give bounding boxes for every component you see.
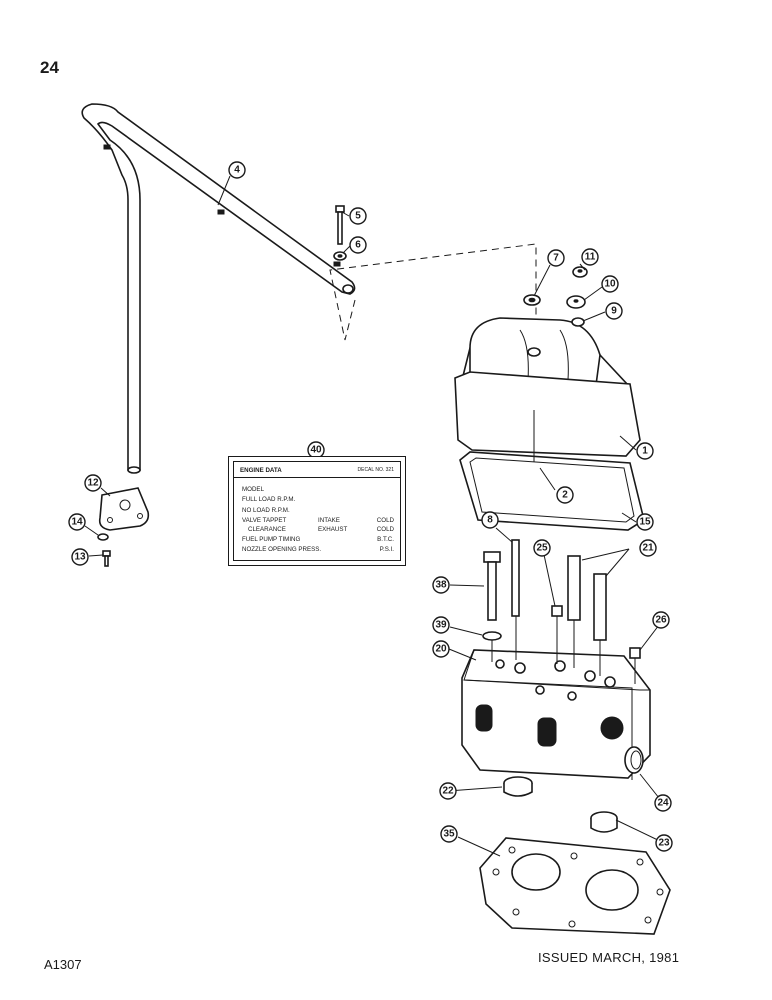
callout-leaders bbox=[84, 175, 665, 857]
svg-text:1: 1 bbox=[642, 446, 648, 457]
dashed-connection-line bbox=[329, 243, 537, 341]
callout-35: 35 bbox=[440, 825, 458, 843]
svg-text:12: 12 bbox=[87, 478, 99, 489]
callout-38: 38 bbox=[432, 576, 450, 594]
nut bbox=[333, 251, 347, 261]
svg-text:14: 14 bbox=[71, 517, 83, 528]
issue-date: ISSUED MARCH, 1981 bbox=[538, 950, 680, 965]
svg-text:22: 22 bbox=[442, 786, 454, 797]
svg-text:6: 6 bbox=[355, 240, 361, 251]
document-code: A1307 bbox=[44, 957, 82, 972]
engine-data-decal: ENGINE DATA DECAL NO. 321 MODEL FULL LOA… bbox=[228, 456, 406, 566]
callout-8: 8 bbox=[481, 511, 499, 529]
seal-ring bbox=[624, 746, 644, 774]
svg-text:20: 20 bbox=[435, 644, 447, 655]
callout-10: 10 bbox=[601, 275, 619, 293]
callout-22: 22 bbox=[439, 782, 457, 800]
valve-seat-intake bbox=[503, 776, 533, 797]
cap-nut bbox=[572, 266, 588, 278]
callout-4: 4 bbox=[228, 161, 246, 179]
alignment-lines bbox=[491, 410, 636, 684]
decal-row-label: FUEL PUMP TIMING bbox=[242, 536, 301, 543]
grommet bbox=[566, 295, 586, 309]
stud bbox=[511, 539, 520, 617]
callout-7: 7 bbox=[547, 249, 565, 267]
plug bbox=[551, 605, 563, 617]
svg-text:38: 38 bbox=[435, 580, 447, 591]
svg-text:40: 40 bbox=[310, 445, 322, 456]
svg-text:24: 24 bbox=[657, 798, 669, 809]
callout-26: 26 bbox=[652, 611, 670, 629]
callout-6: 6 bbox=[349, 236, 367, 254]
bolt-washer bbox=[482, 631, 502, 641]
callout-14: 14 bbox=[68, 513, 86, 531]
decal-divider bbox=[234, 477, 400, 478]
callout-20: 20 bbox=[432, 640, 450, 658]
valve-seat-exhaust bbox=[590, 811, 618, 833]
page-number: 24 bbox=[40, 58, 59, 77]
svg-text:7: 7 bbox=[553, 253, 559, 264]
callout-9: 9 bbox=[605, 302, 623, 320]
washer bbox=[571, 317, 585, 327]
seal-washer bbox=[523, 294, 541, 306]
head-plug bbox=[629, 647, 641, 659]
callout-39: 39 bbox=[432, 616, 450, 634]
svg-text:13: 13 bbox=[74, 552, 86, 563]
svg-text:26: 26 bbox=[655, 615, 667, 626]
callout-23: 23 bbox=[655, 834, 673, 852]
decal-row-value: COLD bbox=[376, 526, 394, 533]
svg-text:23: 23 bbox=[658, 838, 670, 849]
callout-2: 2 bbox=[556, 486, 574, 504]
decal-row-type: EXHAUST bbox=[318, 526, 348, 533]
svg-text:39: 39 bbox=[435, 620, 447, 631]
svg-text:5: 5 bbox=[355, 211, 361, 222]
head-bolt bbox=[483, 551, 501, 621]
svg-text:2: 2 bbox=[562, 490, 568, 501]
decal-row-type: INTAKE bbox=[318, 517, 340, 524]
bolt bbox=[335, 205, 345, 245]
decal-row-label: NOZZLE OPENING PRESS. bbox=[242, 546, 322, 553]
svg-text:21: 21 bbox=[642, 543, 654, 554]
callout-13: 13 bbox=[71, 548, 89, 566]
decal-frame: ENGINE DATA DECAL NO. 321 MODEL FULL LOA… bbox=[233, 461, 401, 561]
decal-row-value: COLD bbox=[376, 517, 394, 524]
decal-row-value: B.T.C. bbox=[377, 536, 394, 543]
decal-row-label: CLEARANCE bbox=[248, 526, 286, 533]
callout-12: 12 bbox=[84, 474, 102, 492]
head-gasket bbox=[479, 837, 671, 935]
decal-row-label: VALVE TAPPET bbox=[242, 517, 287, 524]
callout-5: 5 bbox=[349, 207, 367, 225]
screw bbox=[102, 550, 111, 567]
valve-guides bbox=[567, 555, 607, 641]
svg-text:25: 25 bbox=[536, 543, 548, 554]
callout-11: 11 bbox=[581, 248, 599, 266]
callout-1: 1 bbox=[636, 442, 654, 460]
svg-text:10: 10 bbox=[604, 279, 616, 290]
rocker-cover bbox=[454, 317, 641, 457]
svg-text:15: 15 bbox=[639, 517, 651, 528]
decal-row-label: NO LOAD R.P.M. bbox=[242, 507, 290, 514]
svg-text:4: 4 bbox=[234, 165, 240, 176]
decal-number: DECAL NO. 321 bbox=[357, 467, 395, 473]
callout-25: 25 bbox=[533, 539, 551, 557]
decal-row-value: P.S.I. bbox=[379, 546, 394, 553]
svg-text:35: 35 bbox=[443, 829, 455, 840]
callout-24: 24 bbox=[654, 794, 672, 812]
callout-15: 15 bbox=[636, 513, 654, 531]
callout-21: 21 bbox=[639, 539, 657, 557]
flange-plate bbox=[98, 487, 150, 531]
cylinder-head bbox=[461, 649, 651, 780]
decal-row-label: FULL LOAD R.P.M. bbox=[242, 496, 296, 503]
svg-text:11: 11 bbox=[585, 252, 596, 263]
lock-washer bbox=[97, 533, 109, 541]
decal-title: ENGINE DATA bbox=[240, 467, 282, 474]
breather-tube bbox=[81, 103, 356, 474]
svg-text:8: 8 bbox=[487, 515, 493, 526]
svg-text:9: 9 bbox=[611, 306, 617, 317]
decal-row-label: MODEL bbox=[242, 486, 265, 493]
